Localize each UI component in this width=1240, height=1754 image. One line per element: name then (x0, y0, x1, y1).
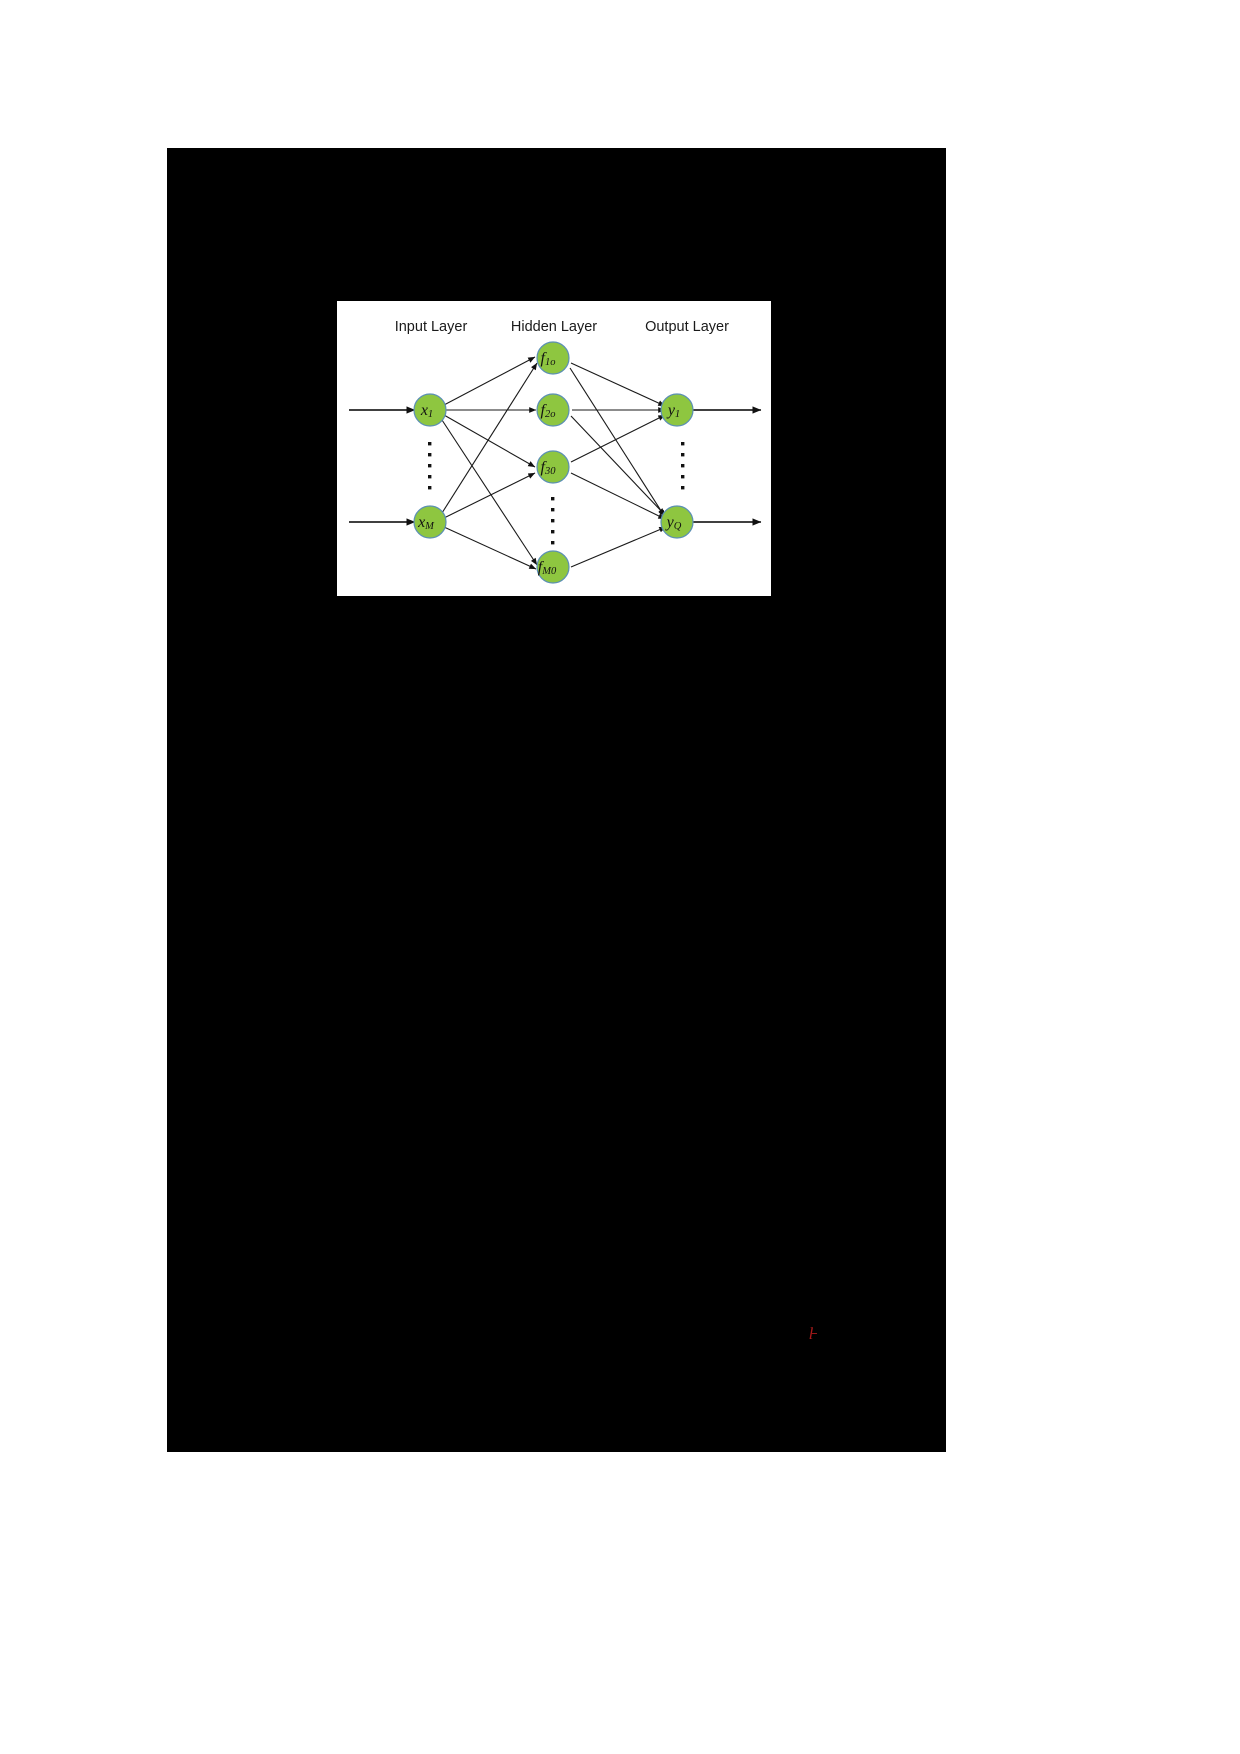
hidden-layer-label: Hidden Layer (511, 319, 597, 335)
input-layer-label: Input Layer (395, 319, 468, 335)
node-xM-sub: M (424, 521, 435, 532)
ellipsis-input (428, 442, 432, 490)
ellipsis-hidden (551, 497, 555, 545)
node-f3o-main: f (541, 459, 548, 476)
node-y1-main: y (666, 402, 676, 419)
node-y1-sub: 1 (675, 409, 680, 420)
svg-text:f30: f30 (541, 459, 557, 478)
output-layer-label: Output Layer (645, 319, 729, 335)
node-x1-sub: 1 (428, 409, 433, 420)
node-f3o[interactable]: f30 (536, 450, 570, 484)
svg-text:x1: x1 (420, 402, 433, 421)
node-f2o-sub: 2o (545, 409, 556, 420)
output-arrows (690, 406, 762, 526)
svg-text:y1: y1 (666, 402, 680, 421)
node-f3o-sub: 30 (544, 466, 556, 477)
edges-hidden-to-output (569, 362, 667, 568)
svg-text:yQ: yQ (665, 514, 682, 533)
node-xM-main: x (417, 514, 425, 531)
node-y1[interactable]: y1 (660, 393, 694, 427)
input-arrows (349, 406, 416, 526)
node-yQ[interactable]: yQ (660, 505, 694, 539)
node-yQ-main: y (665, 514, 675, 531)
edges-input-to-hidden (441, 356, 538, 570)
svg-text:fM0: fM0 (538, 559, 557, 578)
ellipsis-output (681, 442, 685, 490)
node-yQ-sub: Q (674, 521, 682, 532)
svg-text:xM: xM (417, 514, 435, 533)
node-f1o[interactable]: f1o (536, 341, 570, 375)
page-artifact-mark: l̵ (808, 1324, 814, 1343)
svg-text:f1o: f1o (541, 350, 556, 369)
node-fM0-main: f (538, 559, 545, 576)
network-diagram-svg: Input Layer Hidden Layer Output Layer (349, 319, 762, 584)
node-x1[interactable]: x1 (413, 393, 447, 427)
node-f2o-main: f (541, 402, 548, 419)
node-x1-main: x (420, 402, 428, 419)
node-f1o-main: f (541, 350, 548, 367)
node-fM0[interactable]: fM0 (536, 550, 570, 584)
node-fM0-sub: M0 (541, 566, 557, 577)
neural-network-figure: Input Layer Hidden Layer Output Layer (337, 301, 771, 596)
node-f2o[interactable]: f2o (536, 393, 570, 427)
node-f1o-sub: 1o (545, 357, 556, 368)
node-xM[interactable]: xM (413, 505, 447, 539)
svg-text:f2o: f2o (541, 402, 556, 421)
